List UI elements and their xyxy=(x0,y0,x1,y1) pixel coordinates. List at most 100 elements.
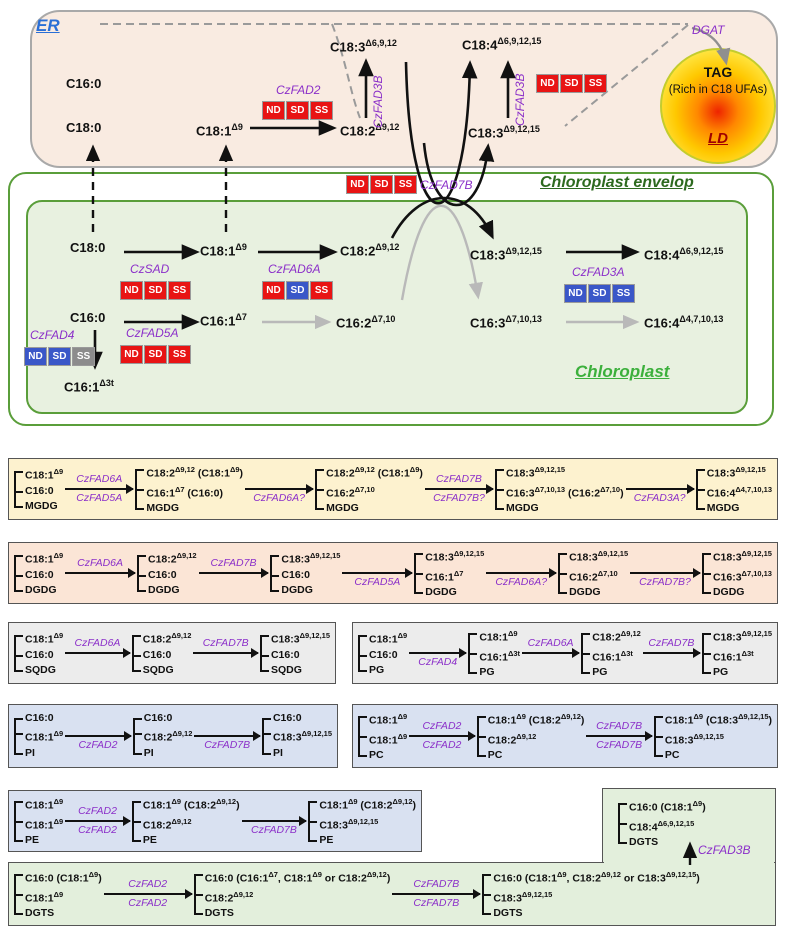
compound-er-c18-3-d91215: C18:3Δ9,12,15 xyxy=(468,124,540,141)
enzyme-dgat: DGAT xyxy=(692,23,725,37)
lipid-class: PG xyxy=(581,665,641,680)
compound-chl-c18-3: C18:3Δ9,12,15 xyxy=(470,246,542,263)
enzyme-label-bottom: CzFAD7B xyxy=(204,739,251,751)
fatty-acid: C18:1Δ9 xyxy=(13,814,63,834)
lipid-class: PI xyxy=(132,746,193,761)
arrow-shaft xyxy=(409,648,468,658)
fatty-acid: C16:0 xyxy=(270,568,340,583)
fatty-acid: C18:3Δ9,12,15 xyxy=(695,462,772,482)
lipid-block: C18:2Δ9,12 (C18:1Δ9)C16:1Δ7 (C16:0)MGDG xyxy=(135,462,243,516)
lipid-class: PI xyxy=(13,746,63,761)
fatty-acid: C18:3Δ9,12,15 xyxy=(482,887,699,907)
arrow-shaft xyxy=(424,484,495,494)
er-c182-envelope-c183-arrow xyxy=(422,142,495,207)
arrow-shaft xyxy=(625,484,695,494)
arrow-shaft xyxy=(486,568,557,578)
expression-cell-sd: SD xyxy=(48,347,71,366)
fatty-acid: C16:0 xyxy=(13,568,63,583)
arrow-shaft xyxy=(193,648,259,658)
fatty-acid: C18:1Δ9 xyxy=(468,626,520,646)
compound-chl-c18-4: C18:4Δ6,9,12,15 xyxy=(644,246,724,263)
lipid-class: SQDG xyxy=(131,663,192,678)
enzyme-label-bottom: CzFAD7B xyxy=(251,824,297,836)
reaction-arrow: CzFAD7B xyxy=(194,720,261,752)
arrow-shaft xyxy=(586,731,653,741)
reaction-arrow: CzFAD4 xyxy=(409,637,468,669)
fatty-acid: C18:1Δ9 (C18:2Δ9,12) xyxy=(476,709,584,729)
er-label: ER xyxy=(36,16,60,35)
arrow-shaft xyxy=(103,889,193,899)
enzyme-label-top: CzFAD7B xyxy=(210,557,257,569)
enzyme-label-top: CzFAD6A xyxy=(74,637,121,649)
lipid-class: DGDG xyxy=(137,583,197,598)
fatty-acid: C18:1Δ9 xyxy=(13,464,63,484)
fatty-acid: C16:1Δ3t xyxy=(581,646,641,666)
reaction-arrow: CzFAD5A xyxy=(342,557,414,589)
chloroplast-region xyxy=(26,200,748,414)
chl-c162-to-c163-arc xyxy=(400,204,483,301)
expression-cell-nd: ND xyxy=(24,347,47,366)
lipid-class: DGTS xyxy=(618,835,706,850)
expression-cell-nd: ND xyxy=(120,281,143,300)
enzyme-label-bottom: CzFAD7B? xyxy=(433,492,485,504)
enzyme-label-bottom: CzFAD2 xyxy=(78,824,117,836)
fatty-acid: C18:3Δ9,12,15 xyxy=(414,546,484,566)
lipid-class: DGDG xyxy=(701,585,772,600)
reaction-arrow: CzFAD6A xyxy=(522,637,581,669)
lipid-class: PC xyxy=(357,748,407,763)
compound-chl-c18-0: C18:0 xyxy=(70,240,106,255)
fatty-acid: C18:1Δ9 xyxy=(14,887,102,907)
compound-er-c18-3-d6912: C18:3Δ6,9,12 xyxy=(330,38,397,55)
fatty-acid: C16:2Δ7,10 xyxy=(315,482,423,502)
fatty-acid: C18:1Δ9 xyxy=(13,548,63,568)
fatty-acid: C18:2Δ9,12 xyxy=(132,726,192,746)
fatty-acid: C16:0 (C18:1Δ9) xyxy=(14,867,102,887)
expression-cell-sd: SD xyxy=(588,284,611,303)
enzyme-czsad: CzSAD xyxy=(130,262,170,276)
lipid-class: MGDG xyxy=(13,499,63,514)
enzyme-label-bottom: CzFAD6A? xyxy=(495,576,548,588)
lipid-class: PI xyxy=(261,746,332,761)
arrow-shaft xyxy=(409,731,476,741)
arrow-shaft xyxy=(65,816,131,826)
arrow-shaft xyxy=(65,731,132,741)
dgat-arrow xyxy=(691,26,731,66)
lipid-class: PE xyxy=(308,833,416,848)
expression-cell-nd: ND xyxy=(346,175,369,194)
fatty-acid: C16:0 xyxy=(137,568,197,583)
expression-cell-sd: SD xyxy=(144,281,167,300)
fatty-acid: C18:3Δ9,12,15 xyxy=(701,626,772,646)
enzyme-label-bottom: CzFAD2 xyxy=(78,739,118,751)
lipid-class: MGDG xyxy=(135,501,243,516)
expression-cell-sd: SD xyxy=(286,101,309,120)
compound-chl-c16-3: C16:3Δ7,10,13 xyxy=(470,314,542,331)
panel-seam-patch xyxy=(601,866,605,924)
lipid-class: DGDG xyxy=(414,585,484,600)
lipid-class: PC xyxy=(653,748,772,763)
fatty-acid: C18:3Δ9,12,15 xyxy=(270,548,340,568)
lipid-block-dgts-final: C16:0 (C18:1Δ9) C18:4Δ6,9,12,15 DGTS xyxy=(618,796,706,850)
fatty-acid: C18:2Δ9,12 (C18:1Δ9) xyxy=(135,462,243,482)
enzyme-label-bottom: CzFAD7B xyxy=(596,739,643,751)
fatty-acid: C18:1Δ9 (C18:2Δ9,12) xyxy=(131,794,240,814)
compound-er-c18-0: C18:0 xyxy=(66,120,102,135)
lipid-block: C16:0 (C18:1Δ9, C18:2Δ9,12 or C18:3Δ9,12… xyxy=(482,867,700,921)
enzyme-czfad7b: CzFAD7B xyxy=(420,178,473,192)
reaction-arrow: CzFAD3A? xyxy=(625,473,695,505)
lipid-class: DGDG xyxy=(270,583,340,598)
reaction-arrow: CzFAD7B xyxy=(642,637,702,669)
dgts-czfad3b-up-arrow xyxy=(682,841,698,865)
tag-subtitle: (Rich in C18 UFAs) xyxy=(668,84,768,96)
